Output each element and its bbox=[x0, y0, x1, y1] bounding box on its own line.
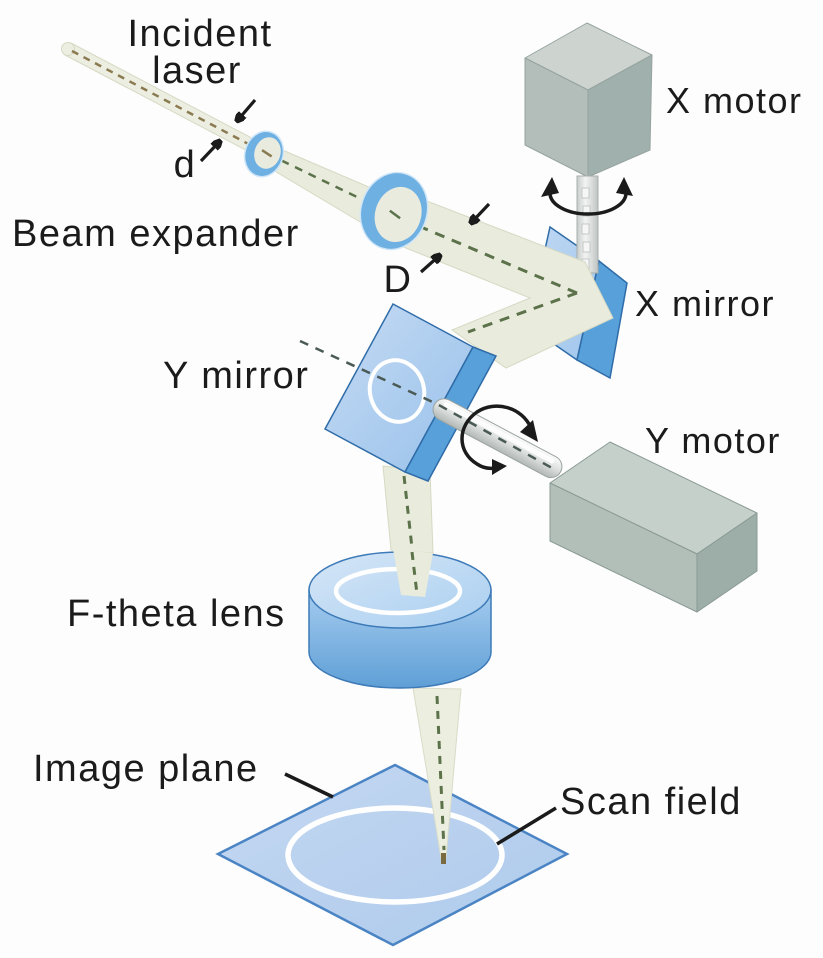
incident-laser-label-line1: Incident bbox=[127, 13, 272, 55]
y-motor-box bbox=[549, 441, 758, 613]
y-mirror-label: Y mirror bbox=[163, 355, 309, 397]
y-rotation-arrow bbox=[460, 404, 538, 475]
scan-field-circle bbox=[285, 805, 505, 905]
beam-D-arrow-upper bbox=[471, 202, 491, 223]
x-motor-label: X motor bbox=[666, 80, 803, 121]
image-plane-leader bbox=[284, 772, 334, 799]
beam-expander-lens-large bbox=[359, 171, 429, 251]
focal-spot bbox=[441, 853, 446, 864]
f-theta-lens bbox=[308, 549, 492, 689]
beam-expander-label: Beam expander bbox=[12, 213, 300, 255]
beam-D-arrow-lower bbox=[419, 255, 440, 274]
scan-field-label: Scan field bbox=[560, 781, 742, 823]
beam-expander-lens-small bbox=[243, 130, 285, 178]
image-plane-label: Image plane bbox=[33, 748, 259, 790]
x-motor-shaft bbox=[576, 175, 599, 274]
incident-laser-label-line2: laser bbox=[152, 50, 242, 92]
y-mirror-spot bbox=[367, 358, 427, 424]
beam-d-arrow-upper bbox=[237, 98, 257, 121]
image-plane bbox=[215, 763, 570, 947]
f-theta-lens-label: F-theta lens bbox=[67, 593, 286, 635]
x-mirror-label: X mirror bbox=[635, 283, 775, 324]
y-motor-label: Y motor bbox=[645, 420, 781, 461]
annotation-arrows bbox=[199, 98, 491, 274]
focused-beam-cone bbox=[412, 687, 462, 864]
beam-d-arrow-lower bbox=[199, 141, 220, 163]
large-diameter-label: D bbox=[384, 259, 413, 301]
x-motor-cube bbox=[524, 22, 653, 178]
x-rotation-arrow bbox=[541, 177, 633, 216]
small-diameter-label: d bbox=[174, 144, 197, 186]
y-rotation-axis bbox=[299, 339, 553, 470]
beam-path bbox=[385, 192, 614, 369]
scan-field-leader bbox=[496, 806, 557, 846]
